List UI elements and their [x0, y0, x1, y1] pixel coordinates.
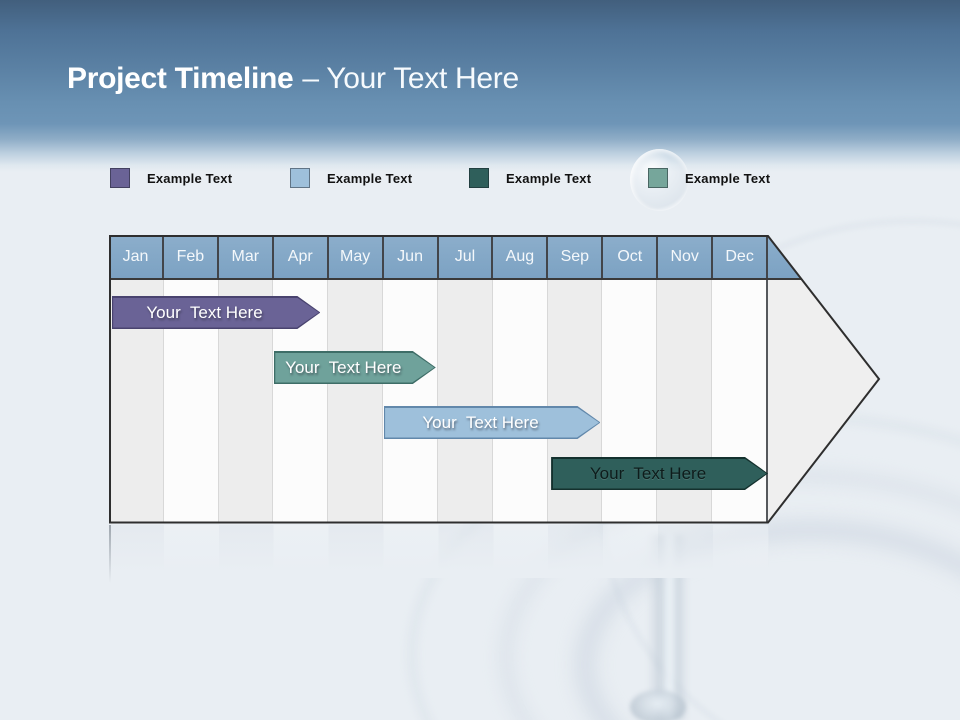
legend-label: Example Text	[327, 170, 413, 186]
timeline-bar-fill: Your Text Here	[275, 353, 434, 383]
legend-label: Example Text	[147, 170, 233, 186]
legend-item-4: Example Text	[648, 167, 770, 189]
timeline-bar-1: Your Text Here	[112, 296, 321, 329]
header-gradient-band	[0, 0, 960, 172]
legend-label: Example Text	[506, 170, 592, 186]
timeline-bar-label: Your Text Here	[146, 302, 263, 322]
legend-swatch-4	[648, 168, 668, 188]
legend-item-3: Example Text	[469, 167, 591, 189]
timeline-bar-4: Your Text Here	[551, 457, 768, 490]
timeline-bar-label: Your Text Here	[589, 463, 707, 483]
title-placeholder: – Your Text Here	[302, 62, 519, 95]
timeline-bar-label: Your Text Here	[285, 357, 402, 377]
legend-item-1: Example Text	[110, 167, 232, 189]
legend-swatch-1	[110, 168, 130, 188]
slide-title: Project Timeline– Your Text Here	[67, 60, 519, 98]
timeline-bar-fill: Your Text Here	[113, 298, 319, 328]
legend-label: Example Text	[685, 170, 771, 186]
legend-swatch-3	[469, 168, 489, 188]
timeline-reflection-edge	[109, 525, 111, 583]
timeline-bar-2: Your Text Here	[274, 351, 436, 384]
title-main: Project Timeline	[67, 62, 294, 95]
legend-swatch-2	[290, 168, 310, 188]
timeline-reflection-fade	[109, 525, 769, 578]
timeline-bar-3: Your Text Here	[384, 406, 601, 439]
legend-item-2: Example Text	[290, 167, 412, 189]
water-droplet	[630, 690, 686, 720]
timeline-bar-label: Your Text Here	[422, 412, 539, 432]
timeline-bar-fill: Your Text Here	[553, 459, 767, 489]
timeline-bar-fill: Your Text Here	[385, 408, 599, 438]
